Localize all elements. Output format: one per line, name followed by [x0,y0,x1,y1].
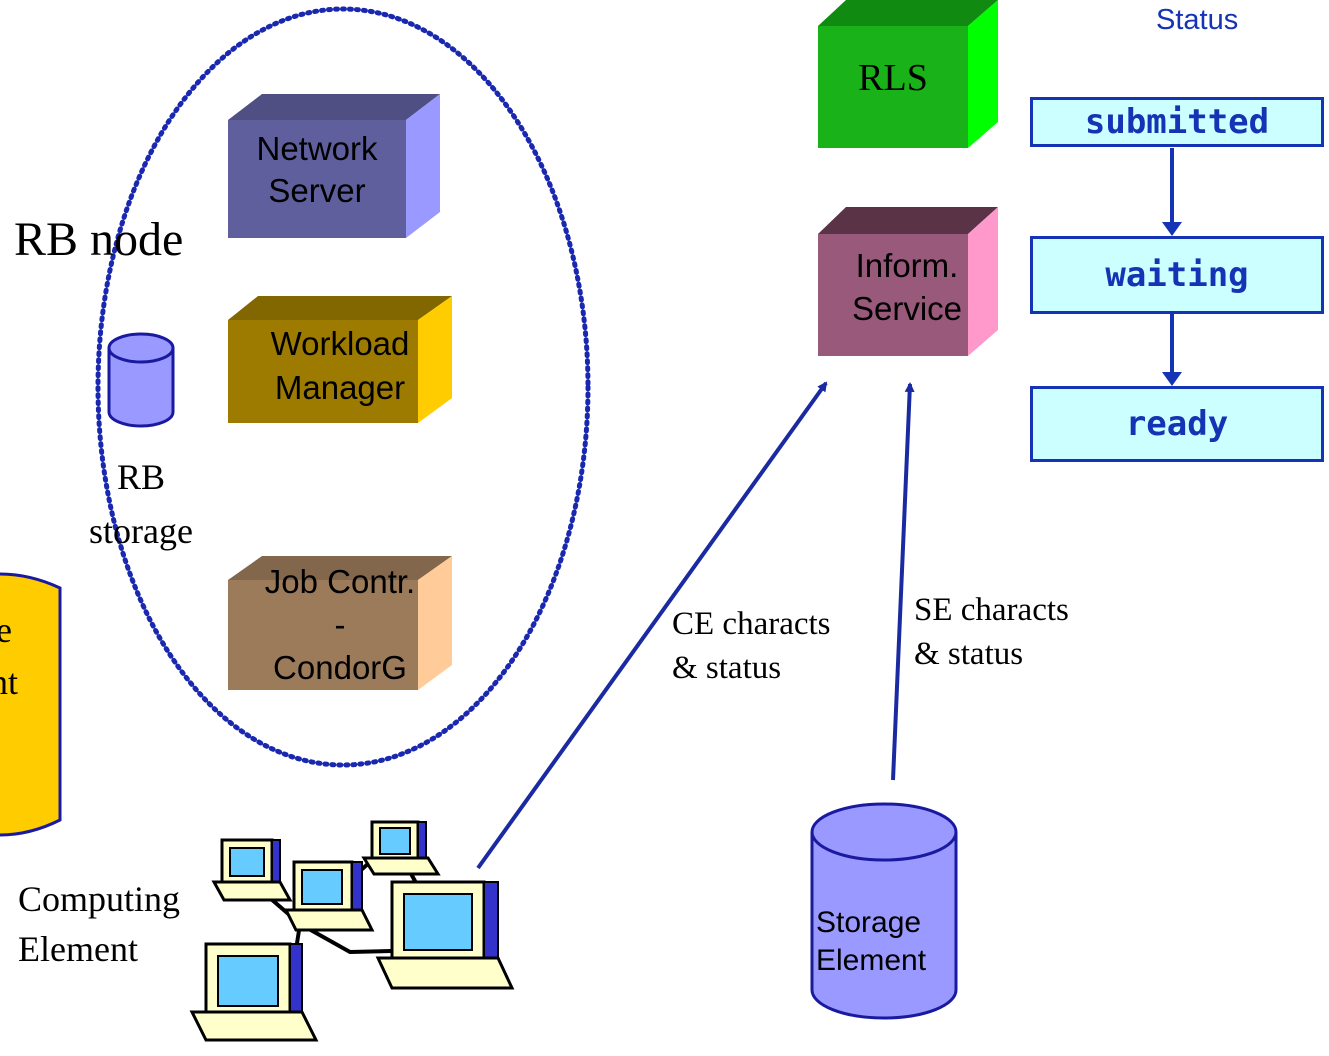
se-to-information-service-arrow [891,382,915,781]
workload-manager-label: Workload Manager [228,322,452,410]
ce-arrow-label-line: & status [672,650,782,686]
information-service-label: Inform. Service [818,244,996,330]
workload-manager-label-line: Manager [274,369,406,406]
storage-element-icon [810,802,958,1020]
computer-icon [375,880,515,990]
computer-icon [189,942,319,1042]
ce-arrow-label-line: CE characts [672,606,831,642]
rb-node-title: RB node [14,213,184,266]
computing-element-label-line: Computing [18,879,181,919]
job-controller-box [228,556,452,690]
job-controller-label-line: Job Contr. [264,563,416,600]
computer-icon [211,838,293,902]
information-service-label-line: Service [851,290,963,327]
se-arrow-label-line: & status [914,636,1024,672]
network-server-label-line: Network [256,130,378,167]
storage-element-label-line: Storage [816,906,922,939]
rls-box [818,0,998,148]
storage-element-label-line: Element [816,944,927,977]
status-panel-title: Status [1156,4,1239,36]
computing-element-label: Computing Element [18,874,180,974]
network-server-label: Network Server [228,128,406,212]
partial-database-icon [0,572,62,837]
information-service-label-line: Inform. [855,247,959,284]
status-flow-arrows [1162,148,1182,386]
workload-manager-box [228,296,452,423]
rb-storage-label-line: storage [89,511,193,551]
network-server-label-line: Server [268,172,366,209]
network-server-box [228,94,440,238]
job-controller-label: Job Contr. - CondorG [225,560,455,689]
partial-box-label: e nt [0,604,18,708]
storage-element-label: Storage Element [816,904,926,980]
job-controller-label-line: CondorG [273,649,407,686]
se-arrow-label: SE characts & status [914,588,1069,676]
computing-element-icon [189,820,515,1042]
status-submitted: submitted [1030,97,1324,147]
ce-to-information-service-arrow [476,381,828,870]
rb-storage-label-line: RB [116,457,166,497]
status-waiting: waiting [1030,236,1324,314]
computer-icon [283,860,375,932]
rb-storage-icon [107,332,175,428]
ce-arrow-label: CE characts & status [672,602,831,690]
status-ready: ready [1030,386,1324,462]
job-controller-label-line: - [334,606,346,643]
rls-label: RLS [858,57,928,99]
se-arrow-label-line: SE characts [914,592,1069,628]
computing-element-label-line: Element [18,929,138,969]
rb-node-boundary [95,6,591,768]
information-service-box [818,207,998,356]
partial-box-label-line: nt [0,662,19,702]
rb-storage-label: RB storage [76,450,206,558]
workload-manager-label-line: Workload [270,325,410,362]
partial-box-label-line: e [0,610,12,650]
computer-icon [361,820,441,876]
